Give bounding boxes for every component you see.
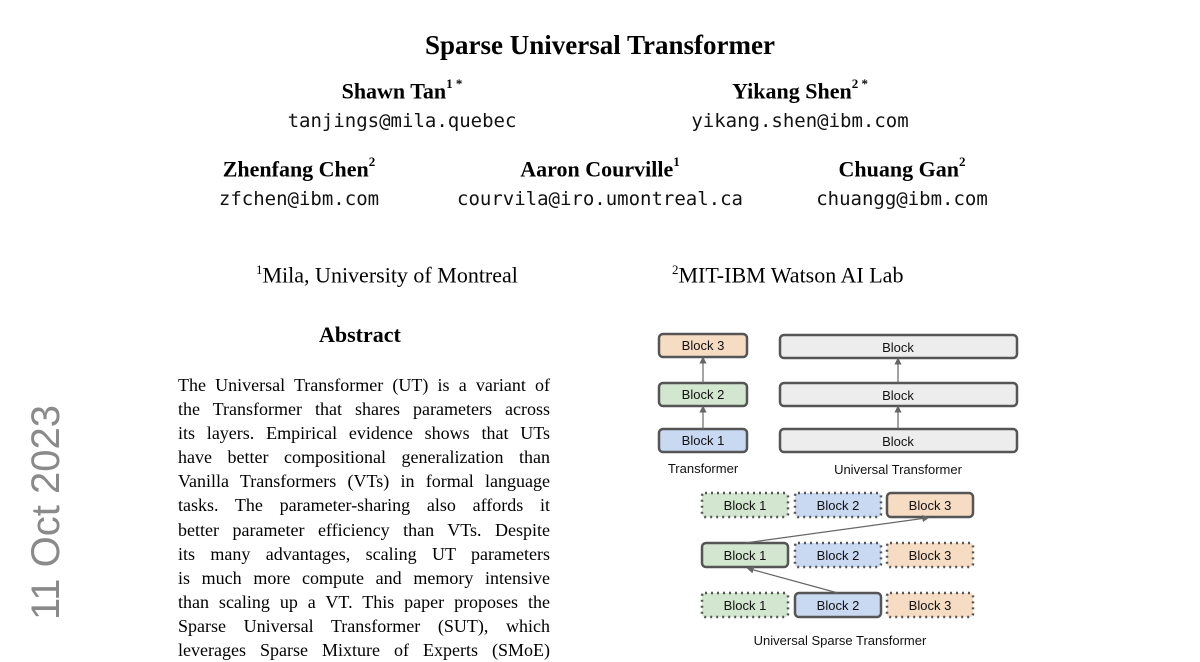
- author-email: chuangg@ibm.com: [816, 188, 988, 210]
- block-label: Block 2: [682, 387, 725, 402]
- block-label: Block 3: [909, 498, 952, 513]
- abstract-line: have better compositional generalization…: [178, 447, 550, 468]
- author-name: Chuang Gan2: [838, 154, 966, 182]
- author-email: courvila@iro.umontreal.ca: [457, 188, 743, 210]
- block-label: Block: [882, 388, 914, 403]
- abstract-line: the Transformer that shares parameters a…: [178, 399, 550, 420]
- block-label: Block 2: [817, 548, 860, 563]
- author-name: Zhenfang Chen2: [222, 154, 376, 182]
- block-label: Block 2: [817, 498, 860, 513]
- block-label: Block 1: [724, 498, 767, 513]
- affiliation: 2MIT-IBM Watson AI Lab: [672, 262, 904, 288]
- abstract-line: Vanilla Transformers (VTs) in formal lan…: [178, 471, 550, 492]
- abstract-line: Sparse Universal Transformer (SUT), whic…: [178, 615, 550, 636]
- author-email: zfchen@ibm.com: [218, 188, 380, 210]
- abstract-line: is much more compute and memory intensiv…: [178, 567, 550, 588]
- architecture-diagram: Block 3 Block 2 Block 1 Transformer Bloc…: [657, 332, 1019, 648]
- author-name: Aaron Courville1: [520, 154, 680, 182]
- sparse-row3-block-3: [885, 491, 975, 519]
- abstract-line: tasks. The parameter-sharing also afford…: [178, 495, 550, 516]
- author-email: tanjings@mila.quebec: [287, 110, 517, 132]
- block-label: Block 1: [682, 433, 725, 448]
- sparse-transformer-label: Universal Sparse Transformer: [754, 633, 927, 648]
- block-label: Block 3: [909, 598, 952, 613]
- block-label: Block 1: [724, 548, 767, 563]
- sparse-row3-block-2: [793, 491, 883, 519]
- abstract-line: The Universal Transformer (UT) is a vari…: [178, 375, 550, 395]
- block-label: Block 3: [909, 548, 952, 563]
- abstract-heading: Abstract: [319, 322, 401, 347]
- block-label: Block: [882, 340, 914, 355]
- paper-title: Sparse Universal Transformer: [425, 30, 775, 60]
- sparse-row3-block-1: [700, 491, 790, 519]
- abstract-body: The Universal Transformer (UT) is a vari…: [178, 373, 550, 662]
- abstract-line: leverages Sparse Mixture of Experts (SMo…: [178, 640, 550, 661]
- sparse-row2-block-2: [793, 541, 883, 569]
- abstract-line: better parameter efficiency than VTs. De…: [178, 519, 550, 540]
- affiliation: 1Mila, University of Montreal: [256, 262, 518, 288]
- abstract-line: its many advantages, scaling UT paramete…: [178, 543, 550, 564]
- sparse-row1-block-3: [885, 591, 975, 619]
- author-email: yikang.shen@ibm.com: [691, 110, 909, 132]
- arxiv-date-stamp: 11 Oct 2023: [24, 405, 68, 620]
- block-label: Block 3: [682, 338, 725, 353]
- abstract-line: its layers. Empirical evidence shows tha…: [178, 423, 550, 444]
- sparse-row2-block-3: [885, 541, 975, 569]
- abstract-line: than scaling up a VT. This paper propose…: [178, 591, 550, 612]
- block-label: Block: [882, 434, 914, 449]
- universal-transformer-label: Universal Transformer: [834, 462, 963, 477]
- author-name: Shawn Tan1 *: [341, 76, 463, 104]
- transformer-label: Transformer: [668, 461, 739, 476]
- architecture-figure: Block 3 Block 2 Block 1 Transformer Bloc…: [650, 325, 1030, 648]
- sparse-row1-block-1: [700, 591, 790, 619]
- block-label: Block 1: [724, 598, 767, 613]
- block-label: Block 2: [817, 598, 860, 613]
- author-name: Yikang Shen2 *: [732, 76, 868, 104]
